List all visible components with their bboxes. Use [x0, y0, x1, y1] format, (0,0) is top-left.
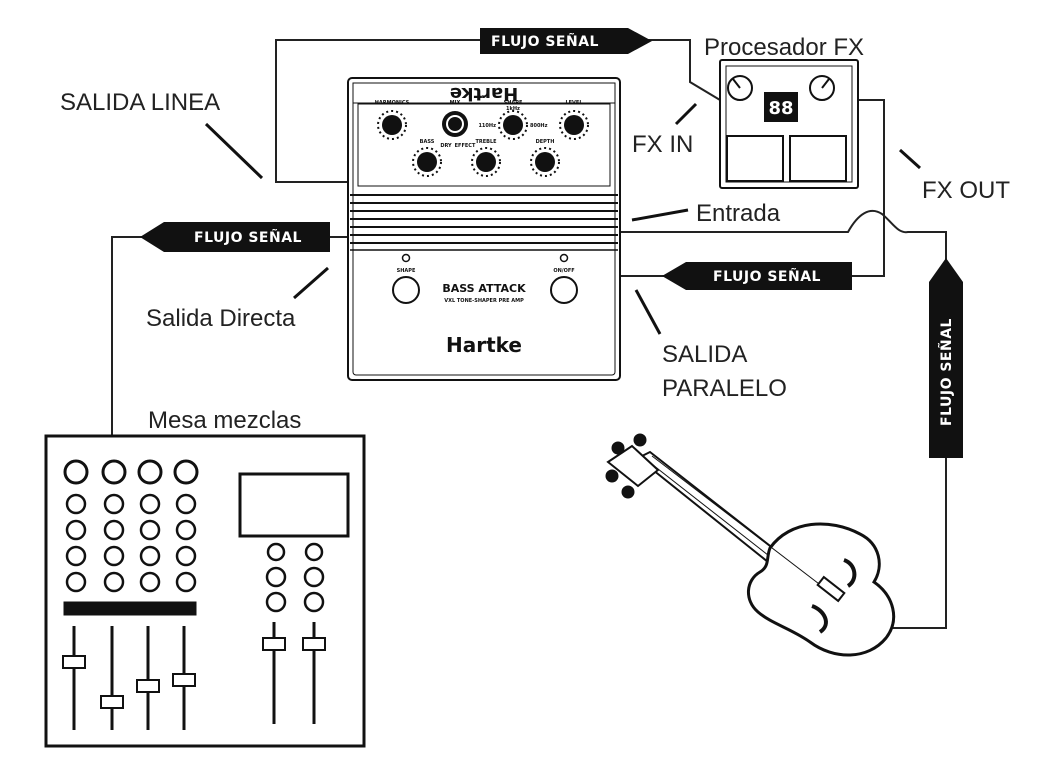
label-fx-in: FX IN: [632, 131, 693, 158]
leader-lines: [204, 102, 922, 335]
knob-shape: [498, 110, 528, 140]
knob-label-mix: MIX: [450, 100, 461, 106]
leader-salida-directa: [293, 266, 329, 300]
pedal-top-strip: [352, 82, 616, 104]
fx-knob-right: [809, 75, 835, 101]
knob-label-shape-right: 800Hz: [530, 123, 548, 129]
leader-entrada: [631, 208, 689, 222]
knob-label-harmonics: HARMONICS: [375, 100, 410, 106]
knob-label-mix-effect: EFFECT: [455, 143, 476, 149]
knob-bass: [412, 147, 442, 177]
fx-display-value: 88: [768, 98, 793, 119]
knob-level: [559, 110, 589, 140]
led-on-off: [559, 253, 569, 263]
labels: SALIDA LINEA Procesador FX FX IN FX OUT …: [60, 34, 1010, 434]
mixer-knob-grid: [65, 493, 197, 593]
label-salida-paralelo-2: PARALELO: [662, 375, 787, 402]
leader-fx-out: [898, 148, 922, 170]
label-mesa-mezclas: Mesa mezclas: [148, 407, 301, 434]
label-salida-directa: Salida Directa: [146, 305, 296, 332]
footswitch-label-shape: SHAPE: [397, 268, 416, 274]
knob-label-shape-left: 110Hz: [478, 123, 496, 129]
mixer-screen: [238, 472, 350, 538]
flow-label-right: FLUJO SEÑAL: [713, 268, 821, 285]
knob-label-mix-dry: DRY: [440, 143, 452, 149]
footswitch-shape: [392, 276, 420, 304]
pedal-ribs: [350, 194, 618, 244]
knob-mix: [442, 111, 468, 137]
flow-label-vertical: FLUJO SEÑAL: [938, 318, 955, 426]
knob-label-level: LEVEL: [565, 100, 583, 106]
bass-instrument: [605, 433, 896, 657]
pedal-subtitle: VXL TONE-SHAPER PRE AMP: [444, 298, 524, 304]
knob-label-shape-center: 1kHz: [506, 106, 520, 112]
label-entrada: Entrada: [696, 200, 781, 227]
knob-label-bass: BASS: [420, 139, 435, 145]
flow-arrow-top: FLUJO SEÑAL: [480, 28, 652, 54]
knob-label-depth: DEPTH: [536, 139, 555, 145]
label-fx-out: FX OUT: [922, 177, 1010, 204]
mixer-channel-strip: [63, 601, 197, 616]
led-shape: [401, 253, 411, 263]
bass-body: [747, 522, 896, 657]
fx-footswitch-right: [789, 135, 847, 182]
flow-arrow-vertical: FLUJO SEÑAL: [929, 258, 963, 458]
fx-knob-left: [727, 75, 753, 101]
mixer-knob-row-top: [63, 459, 199, 485]
knob-depth: [530, 147, 560, 177]
knob-label-treble: TREBLE: [475, 139, 497, 145]
pedal-model: BASS ATTACK: [442, 282, 526, 295]
mixer-faders: [62, 626, 196, 730]
knob-harmonics: [377, 110, 407, 140]
bass-attack-pedal: Hartke HARMONICS MIX SHAPE LEVEL 1kHz 11…: [347, 77, 621, 381]
label-procesador-fx: Procesador FX: [704, 34, 864, 61]
knob-label-shape: SHAPE: [504, 100, 523, 106]
leader-salida-paralelo: [634, 289, 662, 335]
cable-instrument-to-entrada: [618, 209, 947, 629]
pedal-brand-inverted: Hartke: [450, 83, 518, 104]
leader-salida-linea: [204, 122, 264, 180]
leader-fx-in: [674, 102, 698, 126]
mixer-master-faders: [262, 622, 326, 724]
flow-arrow-right: FLUJO SEÑAL: [662, 262, 852, 290]
fx-footswitch-left: [726, 135, 784, 182]
label-salida-linea: SALIDA LINEA: [60, 89, 220, 116]
fx-display: [764, 92, 798, 122]
footswitch-on-off: [550, 276, 578, 304]
mixer: [44, 434, 366, 748]
mixer-master-knobs: [265, 542, 325, 613]
pedal-brand: Hartke: [446, 333, 522, 357]
fx-processor: 88: [719, 59, 859, 189]
flow-arrow-left: FLUJO SEÑAL: [140, 222, 330, 252]
label-salida-paralelo-1: SALIDA: [662, 341, 747, 368]
flow-label-left: FLUJO SEÑAL: [194, 229, 302, 246]
footswitch-label-on-off: ON/OFF: [553, 268, 574, 274]
flow-label-top: FLUJO SEÑAL: [491, 33, 599, 50]
knob-treble: [471, 147, 501, 177]
